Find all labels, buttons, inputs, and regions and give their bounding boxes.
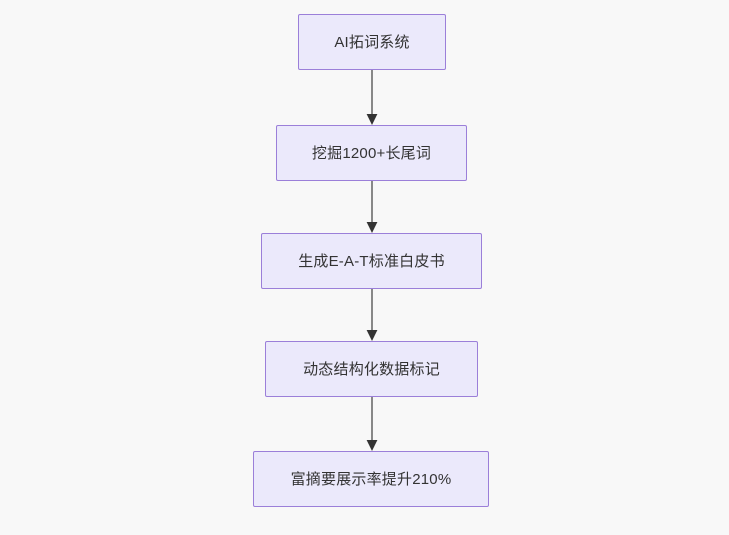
flowchart-node-n4[interactable]: 动态结构化数据标记 — [265, 341, 478, 397]
edge-arrowhead-icon — [366, 222, 378, 233]
flowchart-edge-n3-n4 — [362, 289, 382, 341]
flowchart-node-label: 动态结构化数据标记 — [303, 360, 440, 378]
flowchart-edge-n4-n5 — [362, 397, 382, 451]
flowchart-node-label: 富摘要展示率提升210% — [290, 470, 452, 488]
flowchart-node-label: 挖掘1200+长尾词 — [311, 144, 432, 162]
flowchart-node-n1[interactable]: AI拓词系统 — [298, 14, 446, 70]
flowchart-node-n5[interactable]: 富摘要展示率提升210% — [253, 451, 489, 507]
edge-arrowhead-icon — [366, 114, 378, 125]
flowchart-edge-n1-n2 — [362, 70, 382, 125]
edge-arrowhead-icon — [366, 440, 378, 451]
flowchart-node-n3[interactable]: 生成E-A-T标准白皮书 — [261, 233, 482, 289]
flowchart-node-label: 生成E-A-T标准白皮书 — [298, 252, 445, 270]
flowchart-node-label: AI拓词系统 — [334, 33, 410, 51]
flowchart-edge-n2-n3 — [362, 181, 382, 233]
edge-arrowhead-icon — [366, 330, 378, 341]
flowchart-node-n2[interactable]: 挖掘1200+长尾词 — [276, 125, 467, 181]
